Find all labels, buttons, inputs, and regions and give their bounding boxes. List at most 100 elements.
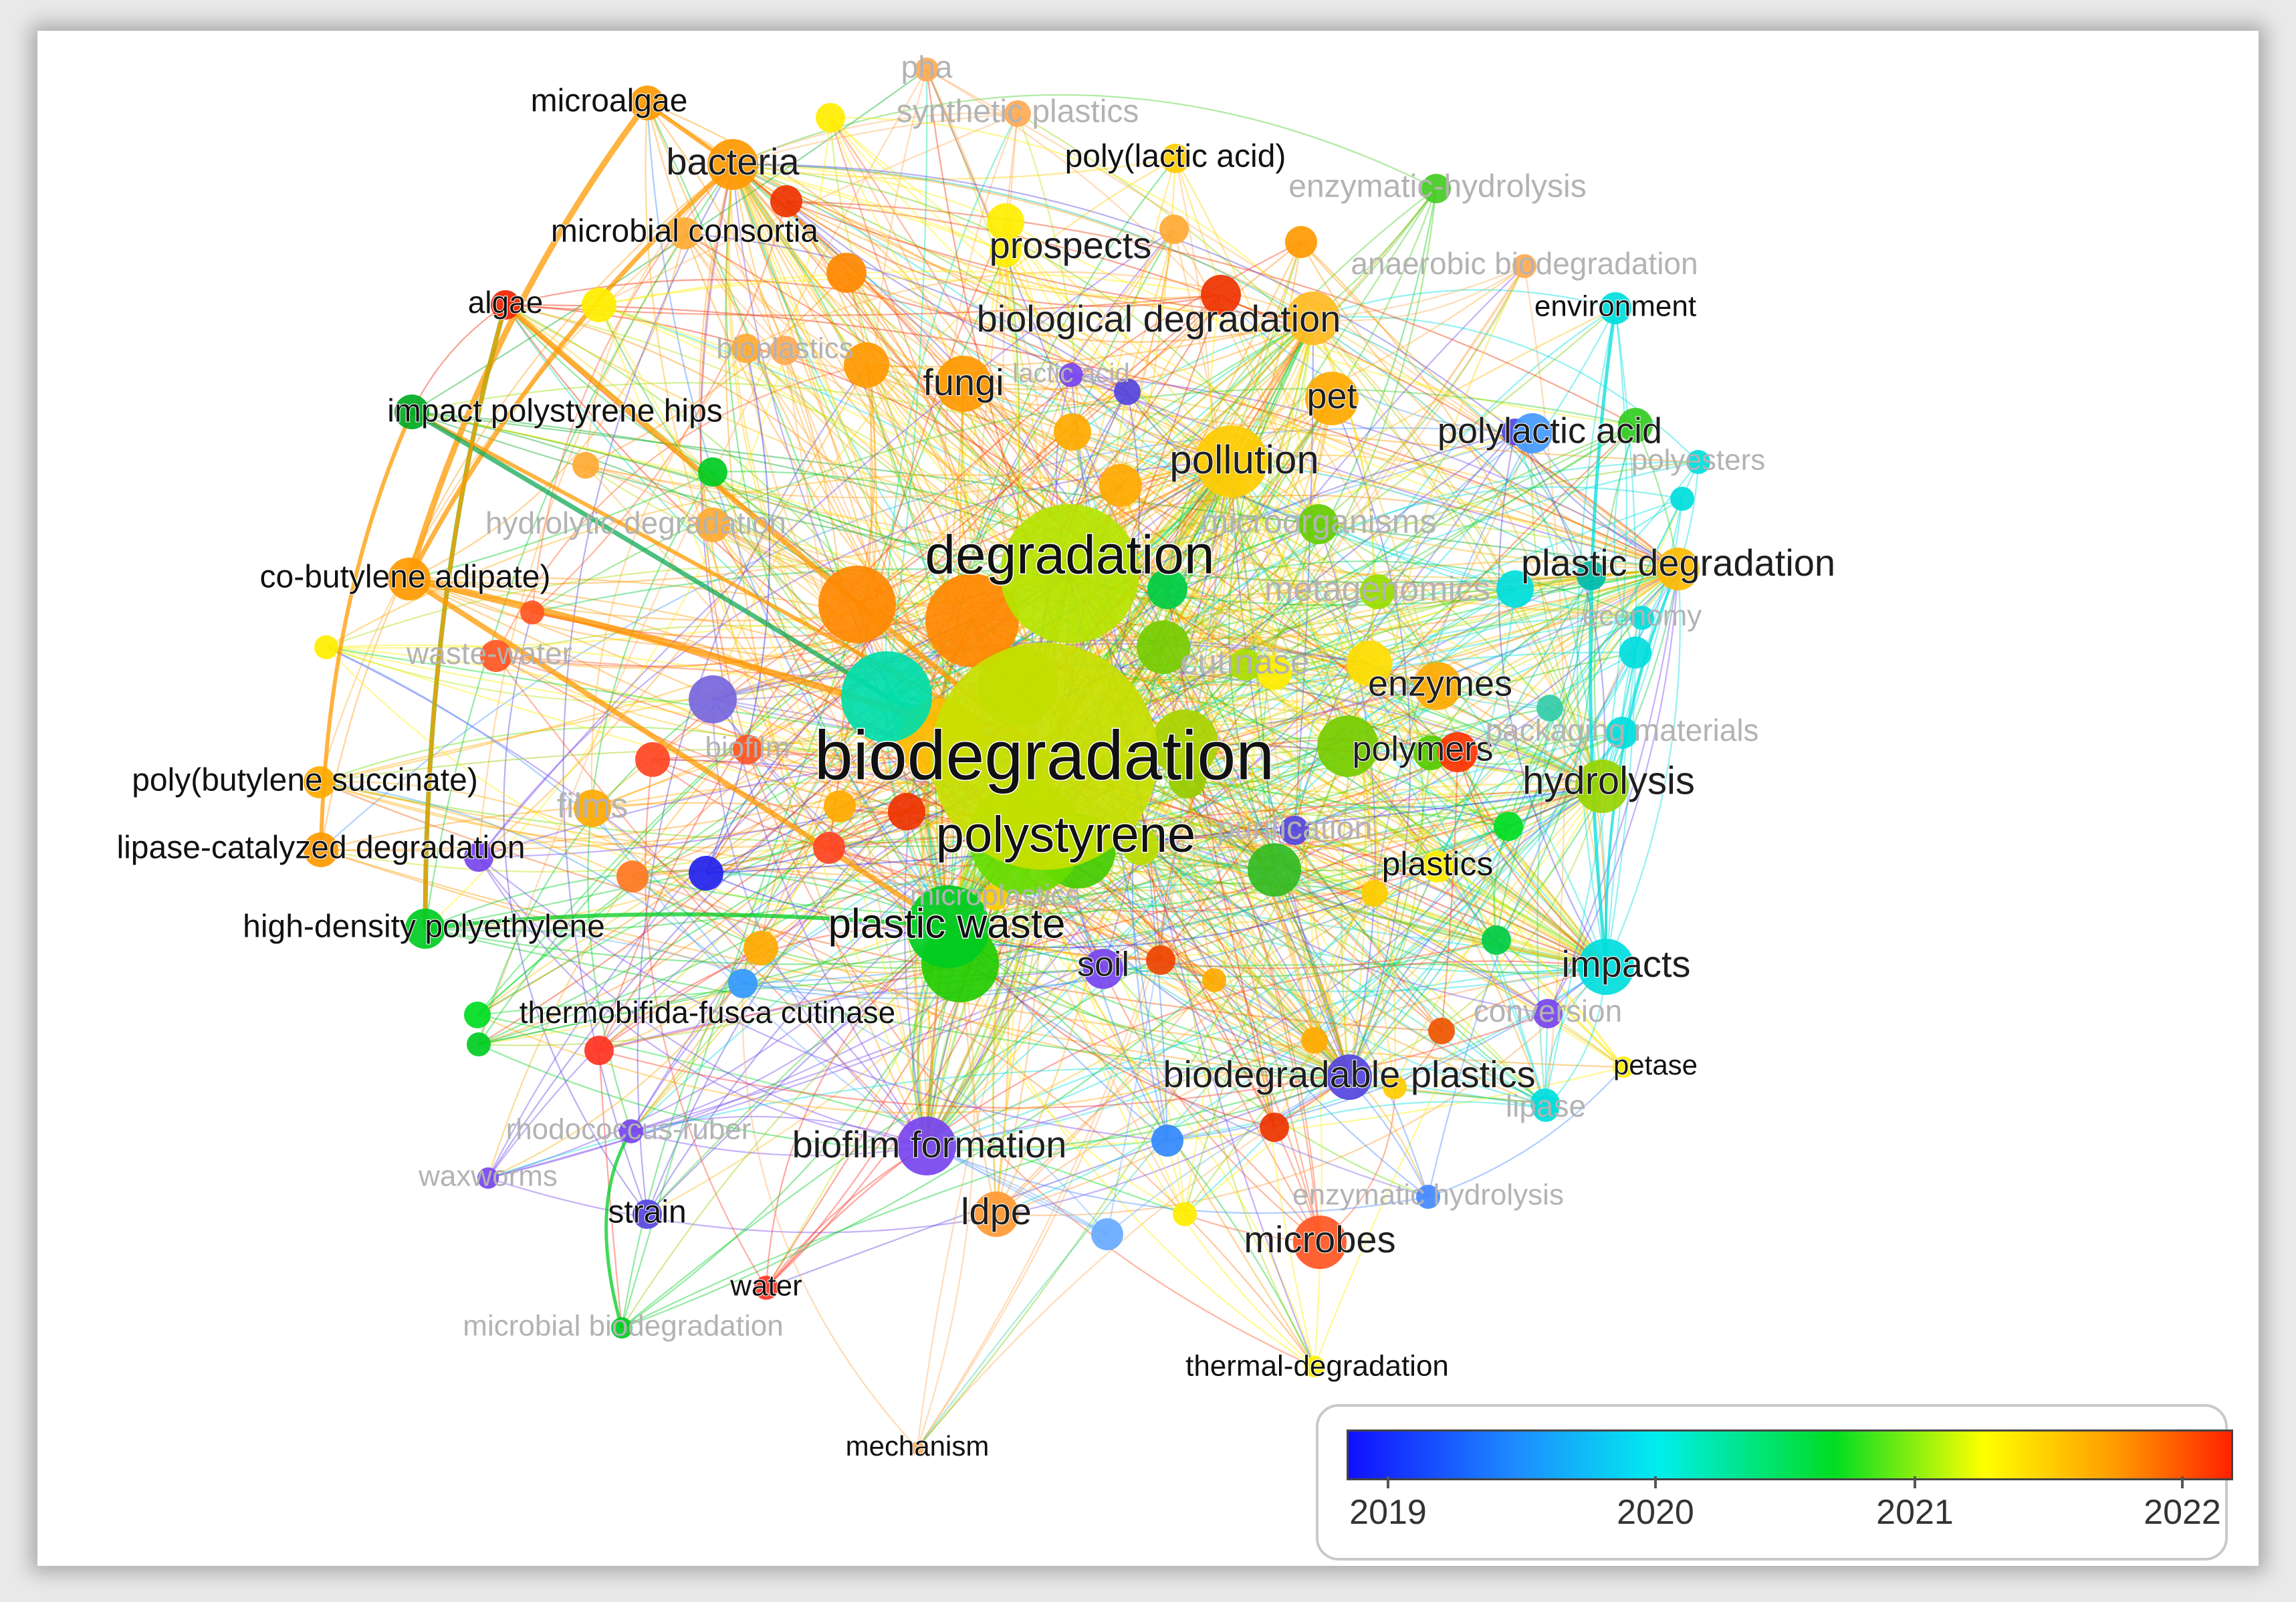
- keyword-label[interactable]: co-butylene adipate): [259, 559, 552, 596]
- network-node[interactable]: [1099, 464, 1142, 507]
- keyword-label[interactable]: thermal-degradation: [1185, 1349, 1450, 1383]
- keyword-node[interactable]: [388, 558, 431, 600]
- network-node[interactable]: [572, 452, 599, 479]
- keyword-label[interactable]: thermobifida-fusca cutinase: [519, 994, 897, 1030]
- network-node[interactable]: [1137, 620, 1190, 674]
- keyword-node[interactable]: [1533, 999, 1563, 1028]
- network-node[interactable]: [1260, 1113, 1289, 1142]
- network-node[interactable]: [1670, 487, 1694, 511]
- keyword-label[interactable]: hydrolysis: [1522, 758, 1696, 803]
- keyword-label[interactable]: poly(butylene succinate): [131, 762, 479, 799]
- keyword-node[interactable]: [669, 217, 701, 249]
- keyword-label[interactable]: conversion: [1474, 994, 1622, 1028]
- keyword-node[interactable]: [1298, 504, 1339, 544]
- keyword-node[interactable]: [911, 1442, 924, 1455]
- keyword-label[interactable]: environment: [1534, 290, 1697, 324]
- keyword-node[interactable]: [1512, 254, 1536, 278]
- keyword-node[interactable]: [707, 139, 758, 190]
- keyword-label[interactable]: microbes: [1243, 1218, 1396, 1261]
- keyword-label[interactable]: lipase: [1506, 1089, 1586, 1123]
- keyword-label[interactable]: strain: [607, 1194, 687, 1231]
- network-node[interactable]: [464, 842, 493, 872]
- network-node[interactable]: [743, 931, 778, 965]
- network-node[interactable]: [1248, 843, 1301, 897]
- keyword-label[interactable]: plastic degradation: [1520, 541, 1836, 584]
- keyword-node[interactable]: [477, 1167, 499, 1189]
- keyword-node[interactable]: [1686, 450, 1710, 474]
- keyword-node[interactable]: [907, 885, 990, 968]
- keyword-label[interactable]: films: [557, 787, 628, 826]
- keyword-node[interactable]: [915, 58, 939, 82]
- network-node[interactable]: [1147, 569, 1187, 609]
- network-node[interactable]: [1438, 732, 1478, 772]
- network-node[interactable]: [1383, 1075, 1407, 1099]
- keyword-label[interactable]: economy: [1583, 600, 1702, 633]
- keyword-label[interactable]: metagenomics: [1264, 570, 1490, 609]
- keyword-node[interactable]: [987, 203, 1024, 241]
- keyword-node[interactable]: [619, 1119, 643, 1143]
- network-node[interactable]: [635, 742, 670, 777]
- keyword-label[interactable]: biodegradable plastics: [1162, 1052, 1536, 1096]
- keyword-label[interactable]: pet: [1306, 375, 1357, 417]
- network-node[interactable]: [1317, 715, 1379, 777]
- network-node[interactable]: [582, 288, 616, 322]
- network-node[interactable]: [770, 185, 802, 217]
- network-node[interactable]: [1202, 968, 1226, 992]
- keyword-node[interactable]: [464, 1002, 491, 1028]
- keyword-label[interactable]: polyesters: [1631, 444, 1766, 477]
- keyword-node[interactable]: [770, 336, 800, 365]
- network-node[interactable]: [1151, 709, 1218, 776]
- keyword-node[interactable]: [897, 1117, 956, 1175]
- keyword-node[interactable]: [1195, 425, 1268, 497]
- keyword-label[interactable]: ldpe: [960, 1189, 1032, 1233]
- network-node[interactable]: [520, 600, 544, 624]
- network-node[interactable]: [824, 790, 856, 822]
- network-node[interactable]: [1091, 1218, 1123, 1250]
- network-node[interactable]: [1536, 695, 1563, 721]
- keyword-label[interactable]: bacteria: [665, 140, 800, 183]
- keyword-node[interactable]: [394, 394, 429, 429]
- keyword-node[interactable]: [574, 790, 611, 827]
- keyword-node[interactable]: [1360, 574, 1395, 609]
- keyword-label[interactable]: microplastics: [910, 879, 1080, 912]
- keyword-node[interactable]: [1599, 292, 1631, 324]
- keyword-label[interactable]: hydrolytic degradation: [485, 505, 786, 540]
- network-node[interactable]: [1530, 1089, 1560, 1118]
- keyword-label[interactable]: enzymatic-hydrolysis: [1288, 169, 1586, 205]
- network-node[interactable]: [1482, 925, 1511, 955]
- keyword-node[interactable]: [1004, 100, 1031, 127]
- keyword-label[interactable]: packaging materials: [1485, 713, 1758, 748]
- keyword-label[interactable]: biological degradation: [976, 297, 1342, 340]
- network-node[interactable]: [1201, 275, 1241, 315]
- network-node[interactable]: [1361, 880, 1388, 907]
- network-node[interactable]: [1494, 812, 1523, 841]
- keyword-node[interactable]: [405, 909, 445, 949]
- network-node[interactable]: [1114, 378, 1141, 405]
- keyword-node[interactable]: [754, 1276, 778, 1300]
- keyword-node[interactable]: [1327, 1054, 1372, 1100]
- keyword-node[interactable]: [1578, 939, 1634, 995]
- keyword-label[interactable]: microorganisms: [1201, 503, 1437, 540]
- network-node[interactable]: [616, 861, 649, 893]
- network-node[interactable]: [1301, 1027, 1328, 1054]
- keyword-label[interactable]: polylactic acid: [1437, 410, 1663, 451]
- keyword-node[interactable]: [1512, 413, 1553, 453]
- keyword-label[interactable]: pha: [901, 49, 953, 84]
- network-node[interactable]: [689, 675, 737, 723]
- keyword-node[interactable]: [1657, 548, 1700, 590]
- keyword-node[interactable]: [1280, 816, 1309, 845]
- keyword-node[interactable]: [611, 1317, 633, 1339]
- keyword-label[interactable]: petase: [1613, 1048, 1698, 1081]
- keyword-node[interactable]: [1421, 850, 1454, 883]
- network-node[interactable]: [990, 235, 1022, 267]
- keyword-node[interactable]: [733, 735, 762, 764]
- keyword-node[interactable]: [633, 1199, 662, 1229]
- network-node[interactable]: [1122, 828, 1159, 865]
- network-node[interactable]: [813, 832, 845, 864]
- keyword-label[interactable]: biofilm: [705, 731, 790, 764]
- network-node[interactable]: [1146, 945, 1175, 975]
- keyword-label[interactable]: water: [729, 1269, 803, 1303]
- keyword-label[interactable]: mechanism: [845, 1429, 990, 1462]
- network-node[interactable]: [1257, 655, 1292, 690]
- keyword-node[interactable]: [1059, 363, 1083, 387]
